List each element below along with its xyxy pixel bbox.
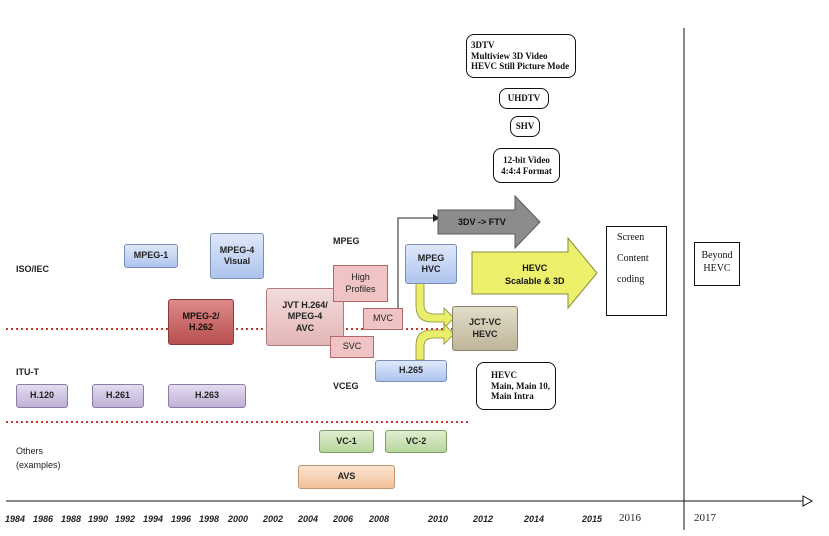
time-axis-arrowhead: [802, 495, 814, 507]
standard-vc2: VC-2: [385, 430, 447, 453]
year-label-1998: 1998: [199, 514, 220, 524]
year-label-2016: 2016: [619, 512, 641, 524]
standard-mvc: MVC: [363, 308, 403, 330]
year-label-2002: 2002: [263, 514, 284, 524]
standard-mpeg2-h262: MPEG-2/ H.262: [168, 299, 234, 345]
year-label-1990: 1990: [88, 514, 109, 524]
ftv-arrow: [437, 194, 541, 250]
year-label-1986: 1986: [33, 514, 54, 524]
screen-content-coding-box: Screen Content coding: [606, 226, 667, 316]
mvc-to-ftv-connector: [397, 217, 437, 317]
year-label-2015: 2015: [582, 514, 603, 524]
year-label-1996: 1996: [171, 514, 192, 524]
row-label-itu-t: ITU-T: [16, 367, 39, 377]
ftv-arrow-label: 3DV -> FTV: [458, 217, 506, 227]
year-label-2014: 2014: [524, 514, 545, 524]
year-label-2017: 2017: [694, 512, 716, 524]
year-label-1988: 1988: [61, 514, 82, 524]
year-label-1994: 1994: [143, 514, 164, 524]
screen-content-line-1: Screen: [617, 232, 645, 243]
standard-h263: H.263: [168, 384, 246, 408]
year-label-2004: 2004: [298, 514, 319, 524]
standard-high-profiles: High Profiles: [333, 265, 388, 302]
year-label-1992: 1992: [115, 514, 136, 524]
beyond-hevc-box: Beyond HEVC: [694, 242, 740, 286]
row-label-iso-iec: ISO/IEC: [16, 264, 50, 274]
year-label-2000: 2000: [228, 514, 249, 524]
year-label-2012: 2012: [473, 514, 494, 524]
hevc-profiles-box: HEVC Main, Main 10, Main Intra: [476, 362, 556, 410]
standard-h120: H.120: [16, 384, 68, 408]
future-shv: SHV: [510, 116, 540, 137]
standard-mpeg-hvc: MPEG HVC: [405, 244, 457, 284]
screen-content-line-2: Content: [617, 253, 649, 264]
year-label-2008: 2008: [369, 514, 390, 524]
row-label-examples: (examples): [16, 460, 61, 470]
h265-to-jctvc-connector: [415, 323, 455, 361]
standard-h261: H.261: [92, 384, 144, 408]
screen-content-line-3: coding: [617, 274, 645, 285]
year-label-1984: 1984: [5, 514, 26, 524]
hvc-to-jctvc-connector: [415, 281, 455, 329]
hevc-scalable-arrow: [471, 236, 598, 310]
standard-h265: H.265: [375, 360, 447, 382]
hevc-scalable-label: HEVC Scalable & 3D: [505, 263, 565, 286]
standard-mpeg4-visual: MPEG-4 Visual: [210, 233, 264, 279]
standard-svc: SVC: [330, 336, 374, 358]
label-vceg: VCEG: [333, 381, 359, 391]
future-3dtv-multiview-still: 3DTV Multiview 3D Video HEVC Still Pictu…: [466, 34, 576, 78]
standard-avs: AVS: [298, 465, 395, 489]
label-mpeg: MPEG: [333, 236, 360, 246]
row-label-others: Others: [16, 446, 44, 456]
year-label-2006: 2006: [333, 514, 354, 524]
standard-mpeg1: MPEG-1: [124, 244, 178, 268]
year-label-2010: 2010: [428, 514, 449, 524]
future-12bit-video: 12-bit Video 4:4:4 Format: [493, 148, 560, 183]
future-uhdtv: UHDTV: [499, 88, 549, 109]
standard-jct-vc-hevc: JCT-VC HEVC: [452, 306, 518, 351]
standard-vc1: VC-1: [319, 430, 374, 453]
